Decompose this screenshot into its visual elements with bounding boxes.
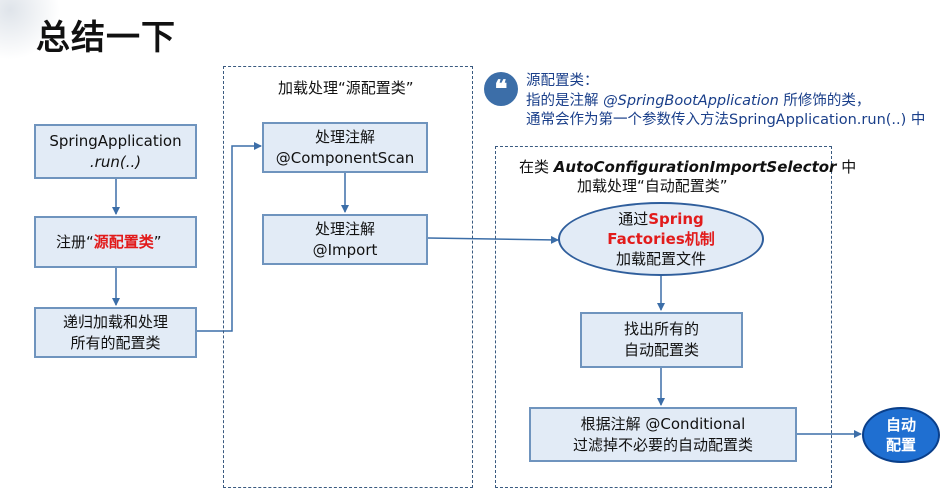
- quote-icon: ❝: [484, 72, 518, 106]
- spring-factories-ellipse: 通过Spring Factories机制 加载配置文件: [558, 202, 764, 276]
- springapplication-run-box: SpringApplication .run(..): [34, 124, 197, 179]
- arrow-import-to-springfactories: [427, 235, 559, 244]
- auto-config-output-circle: 自动 配置: [862, 407, 940, 463]
- middle-dashed-group: [223, 66, 473, 488]
- recursive-load-box: 递归加载和处理 所有的配置类: [34, 307, 197, 358]
- note-line-1: 源配置类：: [526, 73, 599, 89]
- find-all-autoconfig-box: 找出所有的 自动配置类: [580, 312, 743, 368]
- register-source-config-box: 注册“源配置类”: [34, 216, 197, 268]
- note-line-3: 通常会作为第一个参数传入方法SpringApplication.run(..) …: [526, 112, 926, 128]
- arrow-recursive-to-componentscan: [197, 142, 262, 332]
- right-dashed-group: [495, 146, 832, 488]
- corner-decoration: [0, 0, 60, 60]
- import-box: 处理注解 @Import: [262, 214, 428, 265]
- componentscan-box: 处理注解 @ComponentScan: [262, 122, 428, 173]
- page-title: 总结一下: [36, 18, 176, 58]
- right-group-label: 在类 AutoConfigurationImportSelector 中 加载处…: [519, 158, 857, 195]
- conditional-filter-box: 根据注解 @Conditional 过滤掉不必要的自动配置类: [529, 407, 797, 462]
- note-text: 源配置类： 指的是注解 @SpringBootApplication 所修饰的类…: [526, 72, 925, 131]
- note-line-2: 指的是注解 @SpringBootApplication 所修饰的类，: [526, 92, 871, 109]
- middle-group-label: 加载处理“源配置类”: [278, 79, 414, 97]
